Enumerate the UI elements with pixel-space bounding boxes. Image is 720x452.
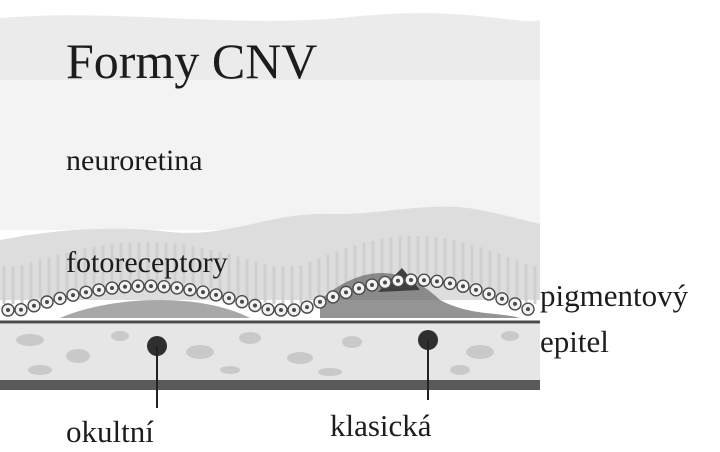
- choroid-vessel: [450, 365, 470, 375]
- rpe-cell: [340, 286, 352, 298]
- rpe-cell: [418, 274, 430, 286]
- rpe-cell: [119, 281, 131, 293]
- label-fotoreceptory: fotoreceptory: [66, 248, 228, 278]
- choroid-vessel: [342, 336, 362, 348]
- rpe-cell: [405, 274, 417, 286]
- label-pigment-line2: epitel: [540, 326, 609, 357]
- label-pigment-line1: pigmentový: [540, 280, 688, 311]
- rpe-cell: [392, 275, 404, 287]
- rpe-cell: [2, 304, 14, 316]
- choroid-vessel: [287, 352, 313, 364]
- choroid-vessel: [28, 365, 52, 375]
- rpe-cell: [249, 300, 261, 312]
- rpe-cell: [54, 292, 66, 304]
- rpe-cell: [67, 289, 79, 301]
- rpe-cell: [288, 304, 300, 316]
- rpe-cell: [93, 284, 105, 296]
- rpe-cell: [145, 280, 157, 292]
- rpe-cell: [28, 300, 40, 312]
- rpe-cell: [236, 296, 248, 308]
- choroid-vessel: [220, 366, 240, 374]
- rpe-cell: [41, 296, 53, 308]
- choroid-vessel: [466, 345, 494, 359]
- rpe-cell: [301, 301, 313, 313]
- label-classic: klasická: [330, 410, 432, 441]
- label-occult: okultní: [66, 416, 154, 447]
- rpe-cell: [522, 303, 534, 315]
- rpe-cell: [132, 280, 144, 292]
- rpe-cell: [223, 292, 235, 304]
- rpe-cell: [353, 282, 365, 294]
- rpe-cell: [80, 286, 92, 298]
- rpe-cell: [457, 280, 469, 292]
- rpe-cell: [171, 282, 183, 294]
- rpe-cell: [158, 281, 170, 293]
- choroid-vessel: [318, 368, 342, 376]
- rpe-cell: [431, 275, 443, 287]
- rpe-cell: [470, 284, 482, 296]
- choroid-vessel: [186, 345, 214, 359]
- choroid-vessel: [16, 334, 44, 346]
- rpe-cell: [366, 279, 378, 291]
- rpe-cell: [15, 304, 27, 316]
- rpe-cell: [262, 303, 274, 315]
- sclera-layer: [0, 380, 540, 390]
- choroid-vessel: [501, 331, 519, 341]
- label-neuroretina: neuroretina: [66, 146, 203, 176]
- rpe-cell: [314, 296, 326, 308]
- rpe-cell: [509, 298, 521, 310]
- rpe-cell: [444, 277, 456, 289]
- choroid-vessel: [66, 349, 90, 363]
- diagram-title: Formy CNV: [66, 36, 317, 86]
- choroid-vessel: [239, 332, 261, 344]
- rpe-cell: [210, 289, 222, 301]
- choroid-vessel: [111, 331, 129, 341]
- rpe-cell: [379, 276, 391, 288]
- rpe-cell: [483, 288, 495, 300]
- rpe-cell: [496, 293, 508, 305]
- rpe-cell: [327, 291, 339, 303]
- rpe-cell: [275, 304, 287, 316]
- occult-neovascular-membrane: [60, 300, 250, 318]
- rpe-cell: [106, 282, 118, 294]
- rpe-cell: [197, 286, 209, 298]
- rpe-cell: [184, 284, 196, 296]
